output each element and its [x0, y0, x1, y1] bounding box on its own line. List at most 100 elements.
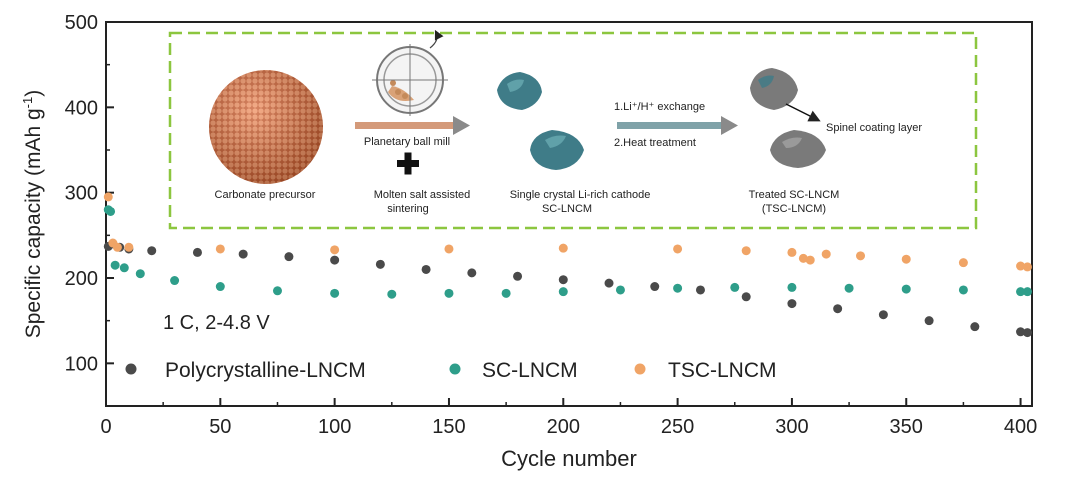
y-axis-label: Specific capacity (mAh g-1) [20, 90, 45, 339]
treatment-arrow-icon [617, 116, 738, 135]
data-point [844, 283, 854, 293]
data-point [787, 282, 797, 292]
y-axis-label-sup: -1 [20, 97, 35, 109]
x-axis-label: Cycle number [501, 446, 637, 471]
data-point [330, 245, 340, 255]
y-axis-label-main: Specific capacity (mAh g [22, 108, 45, 338]
legend: Polycrystalline-LNCM SC-LNCM TSC-LNCM [125, 359, 777, 382]
y-tick-label: 300 [65, 183, 98, 205]
data-point [1016, 327, 1026, 337]
plot-frame [105, 21, 1033, 407]
data-point [798, 253, 808, 263]
single-crystal-image [497, 72, 584, 170]
legend-marker-sc [449, 363, 461, 375]
legend-marker-polycrystalline [125, 363, 137, 375]
x-tick-label: 50 [209, 416, 231, 438]
data-point [110, 260, 120, 270]
data-point [330, 255, 340, 265]
legend-label-sc: SC-LNCM [482, 359, 578, 382]
molten-salt-label-line2: sintering [387, 203, 429, 215]
data-point [695, 285, 705, 295]
data-point [970, 322, 980, 332]
precursor-sphere-image [209, 70, 323, 184]
data-point [787, 247, 797, 257]
condition-label: 1 C, 2-4.8 V [163, 312, 270, 334]
data-point [330, 288, 340, 298]
data-point [558, 243, 568, 253]
data-point [124, 242, 134, 252]
y-axis-label-end: ) [22, 90, 45, 97]
legend-label-polycrystalline: Polycrystalline-LNCM [165, 359, 366, 382]
data-point [170, 276, 180, 286]
data-point [604, 278, 614, 288]
data-point [375, 259, 385, 269]
data-point [147, 246, 157, 256]
data-point [650, 282, 660, 292]
data-point [103, 192, 113, 202]
data-point [1016, 261, 1026, 271]
data-point [741, 292, 751, 302]
data-point [1022, 287, 1032, 297]
data-point [958, 285, 968, 295]
precursor-label: Carbonate precursor [215, 189, 316, 201]
spinel-pointer-arrow [785, 103, 821, 122]
y-tick-label: 100 [65, 353, 98, 375]
x-tick-label: 250 [661, 416, 694, 438]
data-point [741, 246, 751, 256]
single-crystal-label-line2: SC-LNCM [542, 203, 592, 215]
data-point [901, 254, 911, 264]
data-point [958, 258, 968, 268]
data-point [878, 310, 888, 320]
data-point [833, 304, 843, 314]
data-point [444, 288, 454, 298]
data-point [1022, 328, 1032, 338]
x-tick-label: 350 [890, 416, 923, 438]
data-point [805, 255, 815, 265]
spinel-label: Spinel coating layer [826, 122, 922, 134]
data-point [215, 282, 225, 292]
data-point [106, 206, 116, 216]
data-point [730, 282, 740, 292]
data-point [421, 264, 431, 274]
plus-icon [397, 152, 419, 175]
data-point [1022, 262, 1032, 272]
legend-label-tsc: TSC-LNCM [668, 359, 777, 382]
data-point [821, 249, 831, 259]
data-point [238, 249, 248, 259]
ball-mill-image [372, 29, 448, 116]
x-tick-label: 200 [547, 416, 580, 438]
data-point [558, 275, 568, 285]
series-sc-lncm [103, 205, 1032, 299]
data-point [215, 244, 225, 254]
data-point [673, 244, 683, 254]
data-point [284, 252, 294, 262]
series-layer [103, 192, 1032, 338]
data-point [119, 263, 129, 273]
data-point [444, 244, 454, 254]
data-point [924, 316, 934, 326]
data-point [901, 284, 911, 294]
data-point [673, 283, 683, 293]
y-tick-label: 500 [65, 12, 98, 34]
y-tick-label: 400 [65, 97, 98, 119]
data-point [272, 286, 282, 296]
data-point [387, 289, 397, 299]
treated-crystal-image [750, 68, 826, 168]
x-tick-label: 0 [100, 416, 111, 438]
data-point [787, 299, 797, 309]
x-tick-label: 400 [1004, 416, 1037, 438]
y-tick-label: 200 [65, 268, 98, 290]
data-point [856, 251, 866, 261]
data-point [513, 271, 523, 281]
ball-mill-arrow-icon [355, 116, 470, 135]
data-point [467, 268, 477, 278]
data-point [558, 287, 568, 297]
single-crystal-label-line1: Single crystal Li-rich cathode [510, 189, 651, 201]
series-tsc-lncm [103, 192, 1032, 272]
data-point [615, 285, 625, 295]
x-tick-label: 300 [775, 416, 808, 438]
treated-label-line1: Treated SC-LNCM [749, 189, 840, 201]
treated-label-line2: (TSC-LNCM) [762, 203, 826, 215]
